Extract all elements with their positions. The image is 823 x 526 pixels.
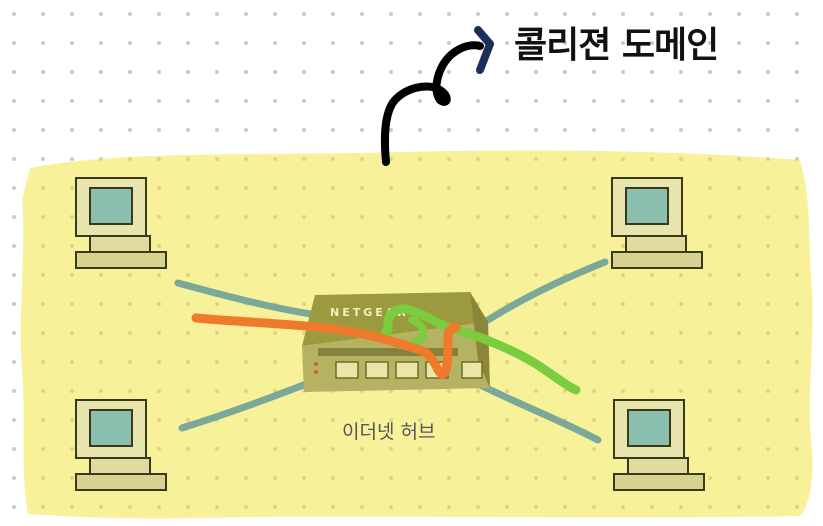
diagram-title: 콜리젼 도메인 xyxy=(514,25,719,66)
collision-signal-orange xyxy=(191,313,461,379)
hub-label: 이더넷 허브 xyxy=(342,421,436,443)
collision-signals xyxy=(191,304,581,395)
cable-top-right xyxy=(484,258,609,324)
computer-icon xyxy=(75,177,167,269)
computer-icon xyxy=(75,399,167,491)
computer-icon xyxy=(613,399,705,491)
arrow-icon xyxy=(380,26,494,166)
computer-icon xyxy=(611,177,703,269)
